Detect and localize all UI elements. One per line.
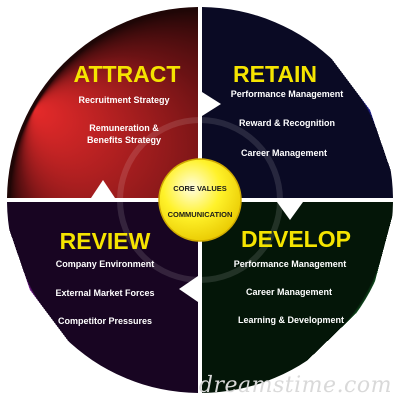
hub-line-1: CORE VALUES [173,184,227,193]
arrow-notch-retain [202,92,221,116]
develop-title: DEVELOP [241,226,351,252]
hub-ring [117,117,283,283]
attract-item-2: Remuneration & [89,123,159,133]
develop-item-3: Learning & Development [238,315,344,325]
watermark: dreamstime.com [199,373,392,398]
develop-segment [202,202,393,393]
arrow-notch-attract [91,180,115,198]
retain-title: RETAIN [233,61,317,87]
review-title: REVIEW [60,228,151,254]
retain-item-2: Reward & Recognition [239,118,335,128]
develop-item-1: Performance Management [234,259,347,269]
retain-item-3: Career Management [241,148,327,158]
hub-line-2: COMMUNICATION [168,210,233,219]
retain-item-1: Performance Management [231,89,344,99]
attract-item-1: Recruitment Strategy [78,95,169,105]
attract-segment [7,7,198,198]
retain-segment [202,7,393,198]
review-item-3: Competitor Pressures [58,316,152,326]
develop-item-2: Career Management [246,287,332,297]
attract-title: ATTRACT [74,61,181,87]
attract-item-3: Benefits Strategy [87,135,161,145]
review-item-2: External Market Forces [55,288,154,298]
review-item-1: Company Environment [56,259,155,269]
review-segment [7,202,198,393]
arrow-notch-review [179,276,198,302]
core-values-hub [158,158,242,242]
arrow-notch-develop [277,202,303,220]
